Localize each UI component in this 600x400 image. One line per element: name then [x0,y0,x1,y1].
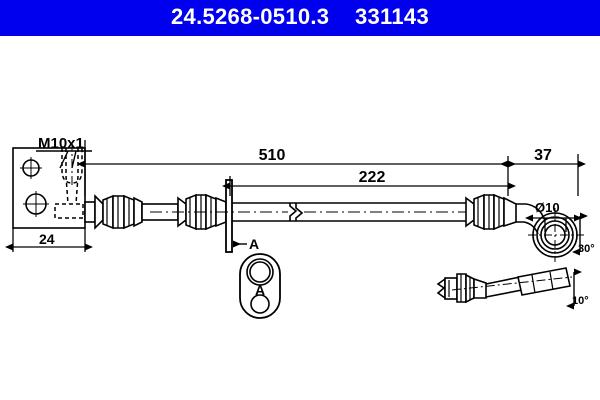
bracket-hole-lower [23,191,49,217]
end-length-dimension [500,154,586,196]
hose-break-symbol [289,203,304,221]
intermediate-length-dimension [222,176,516,196]
section-a-detail-hole-small [250,294,270,314]
page-title: 24.5268-0510.3 331143 [171,4,429,29]
thread-leader-lines [59,150,77,169]
header-bar: 24.5268-0510.3 331143 [0,0,600,36]
overall-length-dimension [77,140,516,196]
hose-connector-stub [84,201,96,223]
thread-spec-label: M10x1 [38,135,84,152]
banjo-angle-label: 30° [578,243,595,255]
eye-diameter-dimension [525,214,582,232]
secondary-angle-label: 10° [572,295,589,307]
bracket-hole-upper [20,157,42,179]
crimp-ferrule-right-ribs [477,195,500,229]
secondary-fitting-endpiece-ribs [531,271,554,294]
crimp-ferrule-right [465,193,517,231]
banjo-eye-centerlines [528,208,584,262]
technical-drawing: M10x1 [0,36,600,400]
secondary-fitting-view [436,273,487,304]
overall-length-label: 510 [259,147,286,164]
intermediate-length-label: 222 [359,169,386,186]
section-mark-top-label: A [249,236,259,252]
retaining-plate [225,179,233,253]
drawing-canvas: M10x1 [5,135,595,319]
secondary-fitting-hose [485,276,523,298]
hose-main-run [232,202,466,222]
banjo-bolt-thread [54,148,84,219]
bracket-width-label: 24 [39,231,55,247]
section-a-detail-hole-large [246,258,274,286]
secondary-fitting-endpiece [517,267,571,296]
end-length-label: 37 [534,147,552,164]
eye-diameter-label: Ø10 [535,200,560,215]
crimp-ferrule-left-ribs [106,196,130,228]
secondary-fitting-centerline [451,276,573,291]
bracket-width-dimension [5,228,93,252]
section-mark-detail-label: A [255,282,265,298]
